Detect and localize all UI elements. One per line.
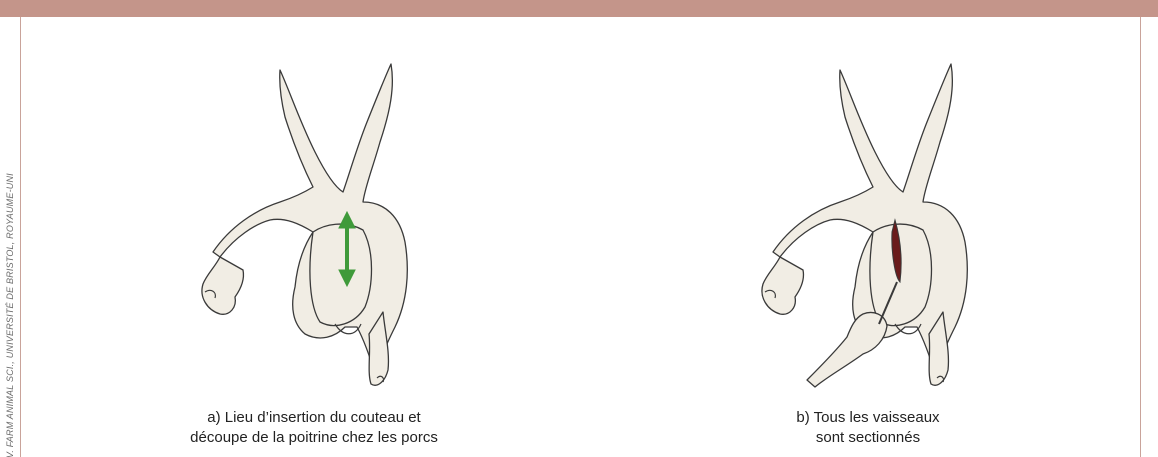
pig-front-leg-left <box>202 257 243 314</box>
pig-front-leg-left <box>762 257 803 314</box>
pig-illustration-vessels-cut <box>745 52 1045 397</box>
caption-vessels-cut: b) Tous les vaisseaux sont sectionnés <box>688 408 1048 448</box>
frame-border-left <box>20 17 21 457</box>
caption-a-line1: a) Lieu d’insertion du couteau et <box>134 408 494 428</box>
photo-credit-text: IV. FARM ANIMAL SCI., UNIVERSITÉ DE BRIS… <box>5 173 15 457</box>
caption-a-line2: découpe de la poitrine chez les porcs <box>134 428 494 448</box>
caption-b-line1: b) Tous les vaisseaux <box>688 408 1048 428</box>
caption-b-line2: sont sectionnés <box>688 428 1048 448</box>
frame-border-right <box>1140 17 1141 457</box>
top-banner <box>0 0 1158 17</box>
photo-credit: IV. FARM ANIMAL SCI., UNIVERSITÉ DE BRIS… <box>0 17 19 457</box>
hand <box>807 313 887 388</box>
caption-knife-insertion: a) Lieu d’insertion du couteau et découp… <box>134 408 494 448</box>
pig-illustration-knife-insertion <box>185 52 485 397</box>
pig-belly <box>310 224 372 325</box>
